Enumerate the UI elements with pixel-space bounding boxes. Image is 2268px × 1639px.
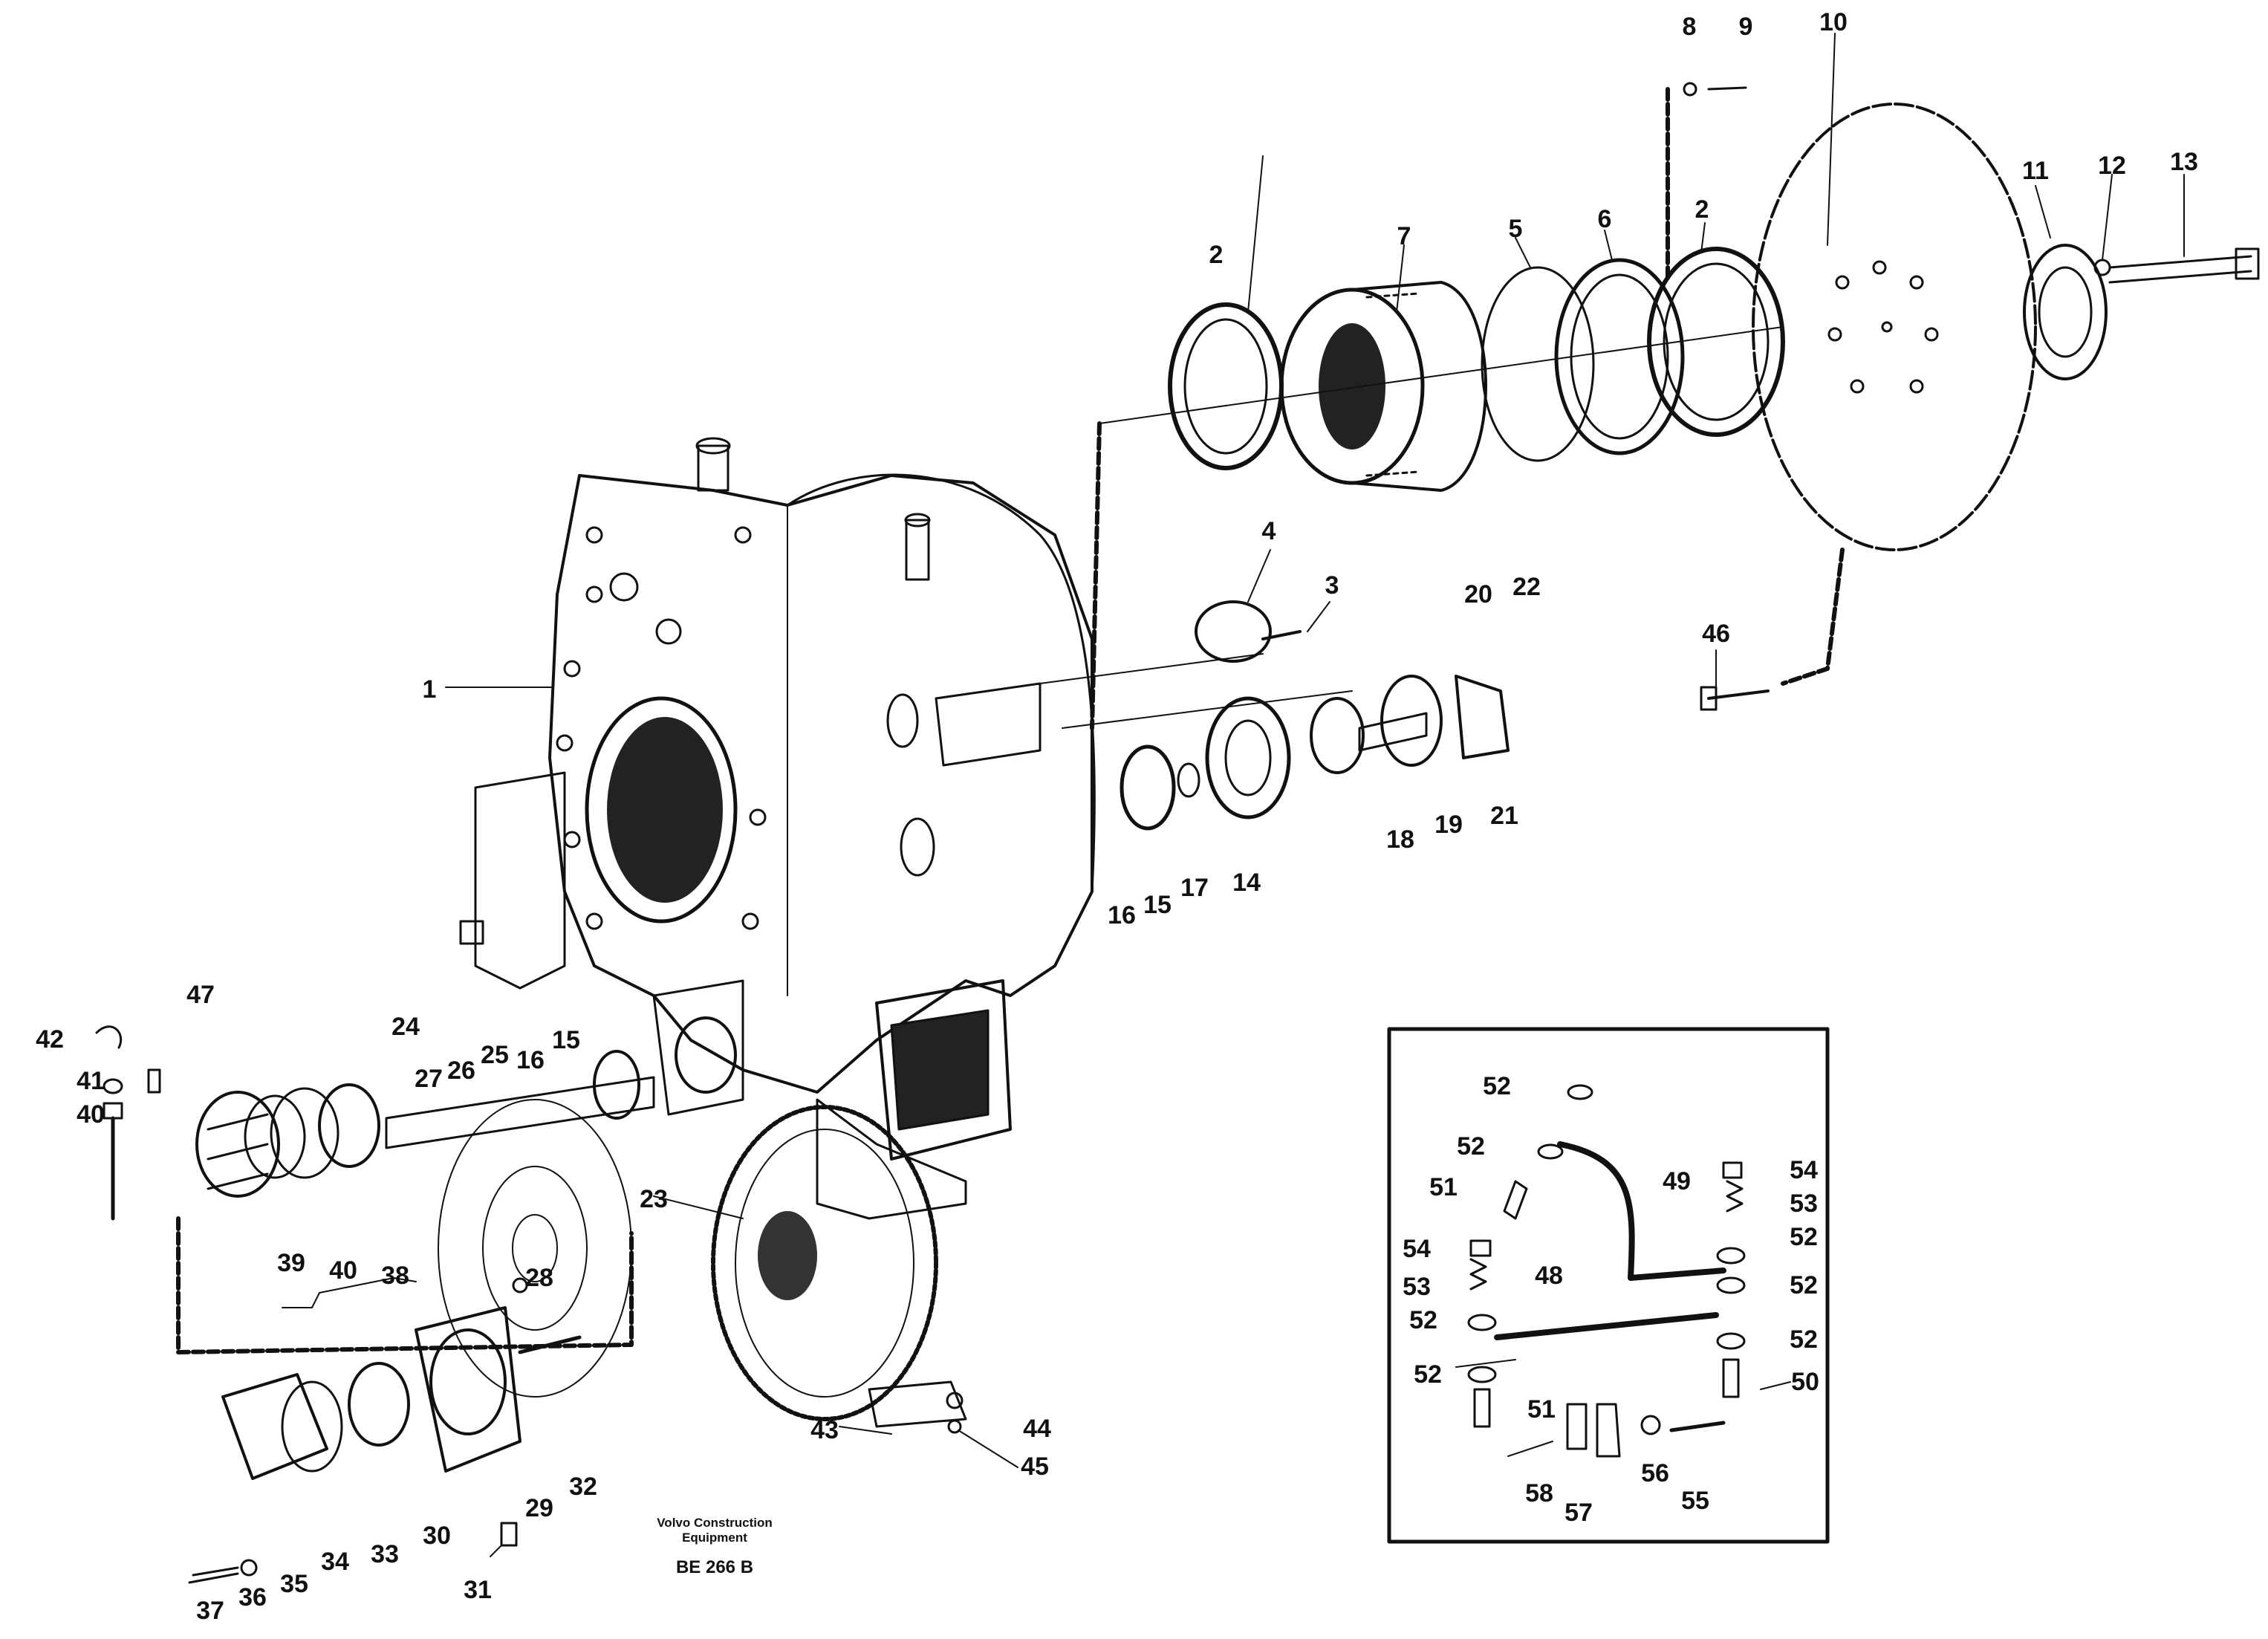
callout-label-p17: 17 (1180, 874, 1209, 902)
callout-label-p23: 23 (640, 1185, 668, 1213)
callout-label-p45: 45 (1021, 1453, 1049, 1481)
callout-label-p11: 11 (2022, 157, 2049, 185)
callout-label-p52e: 52 (1790, 1325, 1818, 1354)
drawing-code: BE 266 B (675, 1557, 754, 1577)
callout-label-p39: 39 (277, 1249, 305, 1277)
callout-label-p29: 29 (525, 1494, 553, 1522)
callout-label-p55: 55 (1681, 1487, 1709, 1515)
callout-label-p31: 31 (464, 1576, 492, 1604)
callout-label-p18: 18 (1386, 825, 1414, 854)
callout-label-p51b: 51 (1527, 1395, 1556, 1424)
callout-label-p15b: 15 (552, 1026, 580, 1054)
callout-label-p50: 50 (1791, 1368, 1819, 1396)
callout-label-p28: 28 (525, 1264, 553, 1292)
input-shaft (195, 1050, 655, 1198)
callout-label-p33: 33 (371, 1540, 399, 1568)
callout-label-p25: 25 (481, 1041, 509, 1069)
callout-label-p2b: 2 (1694, 195, 1709, 224)
leader-lines (445, 33, 2185, 1557)
callout-label-p21: 21 (1490, 802, 1518, 830)
callout-label-p36: 36 (238, 1583, 267, 1612)
callout-label-p2a: 2 (1209, 241, 1224, 269)
connector-lines (176, 87, 1845, 1354)
brand-caption: Volvo Construction Equipment (657, 1516, 773, 1545)
callout-label-p19: 19 (1434, 811, 1463, 839)
callout-label-p7: 7 (1397, 222, 1411, 250)
callout-label-p52c: 52 (1790, 1223, 1818, 1251)
callout-label-p48: 48 (1535, 1262, 1563, 1290)
callout-label-p40a: 40 (329, 1256, 357, 1285)
drive-gear (438, 1099, 938, 1421)
flex-plate (1752, 103, 2260, 551)
inset-detail-box (1387, 1027, 1830, 1544)
callout-label-p37: 37 (196, 1597, 224, 1625)
callout-label-p13: 13 (2170, 148, 2198, 176)
callout-label-p52b: 52 (1457, 1132, 1485, 1161)
callout-label-p53b: 53 (1403, 1273, 1431, 1301)
callout-label-p58: 58 (1525, 1479, 1553, 1507)
oil-pump (188, 1277, 582, 1584)
callout-label-p52f: 52 (1409, 1306, 1437, 1334)
callout-label-p1: 1 (422, 675, 437, 704)
callout-label-p16b: 16 (516, 1046, 545, 1074)
callout-label-p46: 46 (1702, 620, 1730, 648)
fittings (95, 82, 1770, 1434)
callout-label-p53a: 53 (1790, 1190, 1818, 1218)
callout-label-p6: 6 (1597, 205, 1612, 233)
callout-label-p34: 34 (321, 1548, 349, 1576)
callout-label-p20: 20 (1464, 580, 1492, 608)
callout-label-p52d: 52 (1790, 1271, 1818, 1299)
callout-label-p52a: 52 (1483, 1072, 1511, 1100)
callout-label-p3: 3 (1325, 571, 1339, 600)
callout-label-p49: 49 (1663, 1167, 1691, 1195)
callout-label-p52g: 52 (1414, 1360, 1442, 1389)
callout-label-p54a: 54 (1790, 1156, 1818, 1184)
callout-label-p32: 32 (569, 1473, 597, 1501)
callout-label-p4: 4 (1261, 517, 1276, 545)
callout-label-p57: 57 (1564, 1499, 1593, 1527)
gear-train-parts (1039, 600, 1510, 831)
callout-label-p54b: 54 (1403, 1235, 1431, 1263)
callout-label-p15a: 15 (1143, 891, 1172, 919)
callout-label-p26: 26 (447, 1057, 475, 1085)
flywheel-housing (459, 437, 1096, 1220)
callout-label-p27: 27 (415, 1065, 443, 1093)
callout-label-p16a: 16 (1108, 901, 1136, 929)
callout-label-p43: 43 (810, 1416, 839, 1444)
callout-label-p22: 22 (1512, 573, 1541, 601)
callout-label-p40b: 40 (77, 1100, 105, 1129)
callout-label-p56: 56 (1641, 1459, 1669, 1487)
callout-label-p47: 47 (186, 981, 215, 1009)
upper-gear-assembly (1099, 247, 1785, 492)
callout-label-p30: 30 (423, 1522, 451, 1550)
callout-label-p8: 8 (1682, 13, 1697, 41)
callout-label-p42: 42 (36, 1025, 64, 1054)
callout-label-p24: 24 (391, 1013, 420, 1041)
callout-label-p38: 38 (381, 1262, 409, 1290)
callout-label-p44: 44 (1023, 1415, 1051, 1443)
callout-label-p5: 5 (1508, 215, 1523, 243)
callout-label-p41: 41 (77, 1067, 105, 1095)
callout-label-p35: 35 (280, 1570, 308, 1598)
callout-label-p12: 12 (2098, 152, 2126, 180)
callout-label-p14: 14 (1232, 869, 1261, 897)
callout-label-p51a: 51 (1429, 1173, 1458, 1201)
callout-label-p9: 9 (1738, 13, 1753, 41)
callout-label-p10: 10 (1819, 8, 1848, 36)
